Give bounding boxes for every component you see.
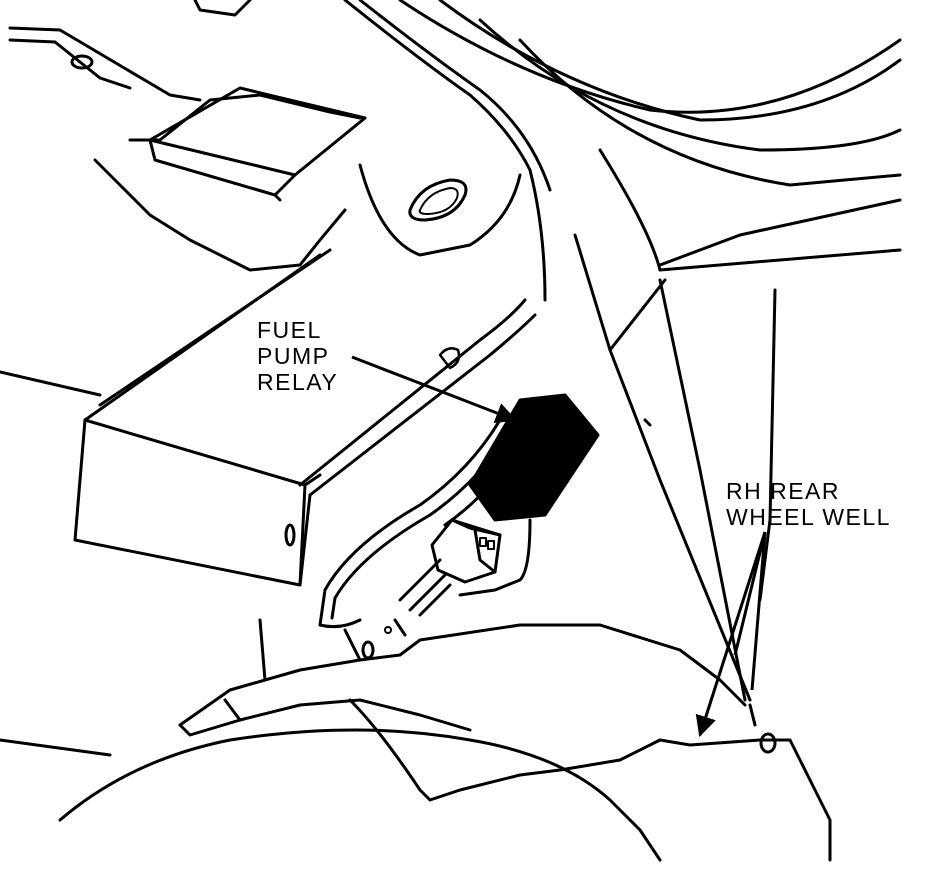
leader-arrows xyxy=(351,355,767,737)
harness-connector xyxy=(430,518,502,584)
fuel-pump-relay-label: FUEL PUMP RELAY xyxy=(257,317,338,395)
fuel-pump-relay xyxy=(468,393,600,522)
quarter-panel-lines xyxy=(573,233,777,702)
wheel-well-arrow-2 xyxy=(733,531,767,656)
rh-rear-wheel-well-label-line-2: WHEEL WELL xyxy=(726,504,891,530)
fuel-pump-relay-label-line-3: RELAY xyxy=(257,369,339,395)
raised-block xyxy=(148,0,367,202)
wheel-well-opening xyxy=(0,618,832,862)
fuel-pump-relay-label-line-1: FUEL xyxy=(257,317,322,343)
rh-rear-wheel-well-label-line-1: RH REAR xyxy=(726,478,841,504)
box-slot xyxy=(284,523,296,547)
fuel-pump-relay-label-line-2: PUMP xyxy=(257,343,330,369)
upper-inner-panel xyxy=(343,0,902,302)
fuel-pump-relay-arrow xyxy=(351,355,517,423)
oval-slot xyxy=(408,178,468,222)
left-box-assembly xyxy=(0,248,537,587)
fender-hole xyxy=(759,732,777,754)
flange-hole xyxy=(70,54,94,70)
wheel-well-arrow-1 xyxy=(695,531,767,737)
rh-rear-wheel-well-label: RH REAR WHEEL WELL xyxy=(726,478,891,530)
inner-panel-hole xyxy=(361,640,375,660)
wheel-well-arrow-3 xyxy=(750,531,767,691)
